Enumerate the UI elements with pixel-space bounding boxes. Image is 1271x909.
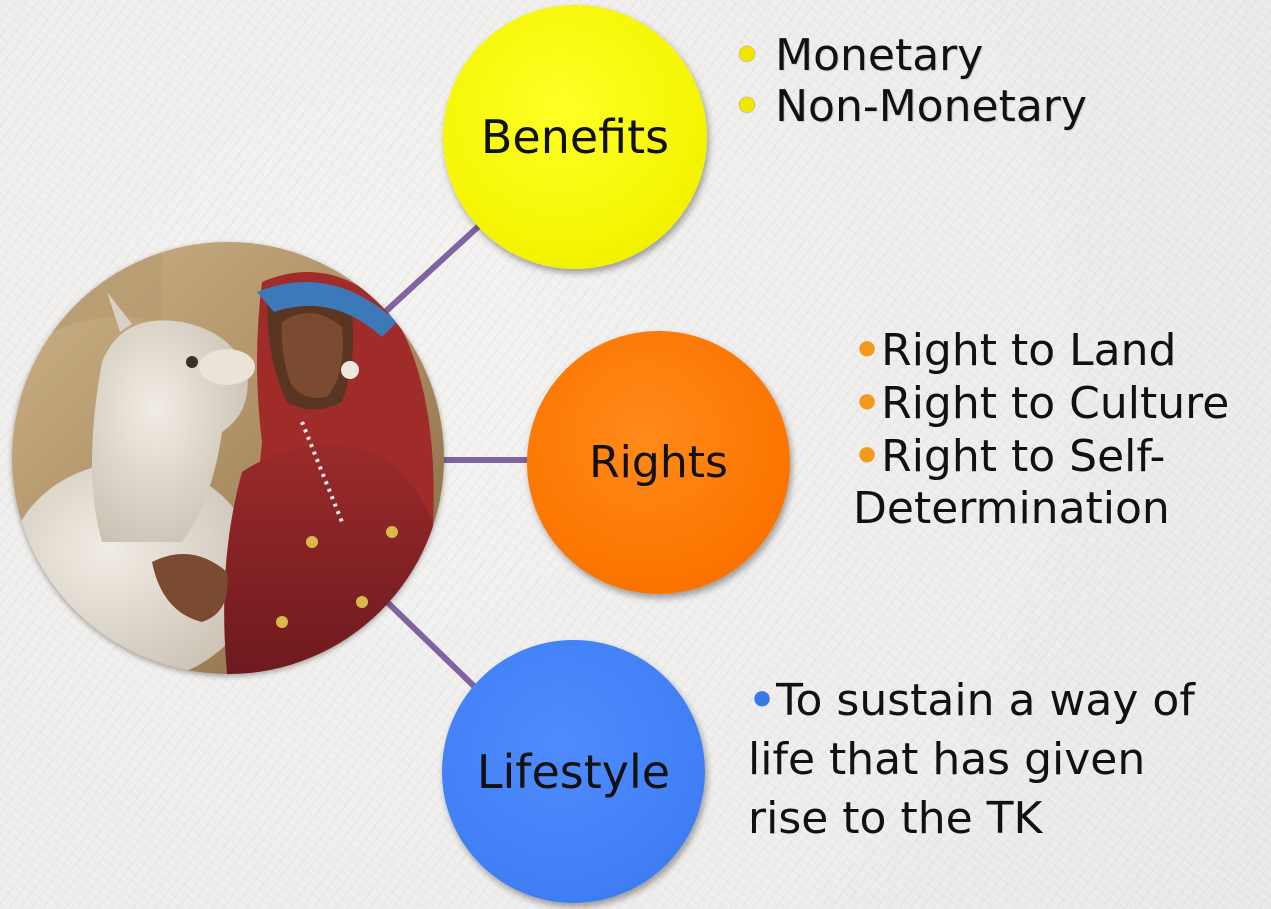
rights-node: Rights [527, 331, 790, 594]
lifestyle-label: Lifestyle [476, 744, 671, 799]
rights-label: Rights [589, 437, 728, 488]
list-item: • Non-Monetary [733, 81, 1087, 133]
benefits-node: Benefits [443, 5, 707, 269]
connector-benefits [382, 222, 483, 315]
bullet-icon: • [853, 325, 882, 376]
list-item: •Right to Culture [853, 377, 1230, 429]
bullet-icon: • [733, 30, 762, 81]
bullet-icon: • [853, 377, 882, 429]
bullet-icon: • [733, 81, 762, 133]
benefits-list: • Monetary • Non-Monetary [733, 30, 1087, 132]
list-item: • Monetary [733, 30, 984, 81]
benefits-label: Benefits [480, 110, 670, 164]
rights-list: •Right to Land •Right to Culture •Right … [853, 325, 1229, 536]
bullet-icon: • [748, 675, 777, 726]
list-item: •Right to Land [853, 325, 1177, 376]
list-item: •To sustain a way of [748, 675, 1195, 726]
bullet-icon: • [853, 430, 882, 482]
center-photo [12, 242, 444, 674]
list-item: •Right to Self-Determination [853, 430, 1170, 535]
lifestyle-text: •To sustain a way of life that has given… [748, 672, 1268, 849]
lifestyle-node: Lifestyle [442, 640, 705, 903]
connector-lifestyle [382, 597, 481, 693]
